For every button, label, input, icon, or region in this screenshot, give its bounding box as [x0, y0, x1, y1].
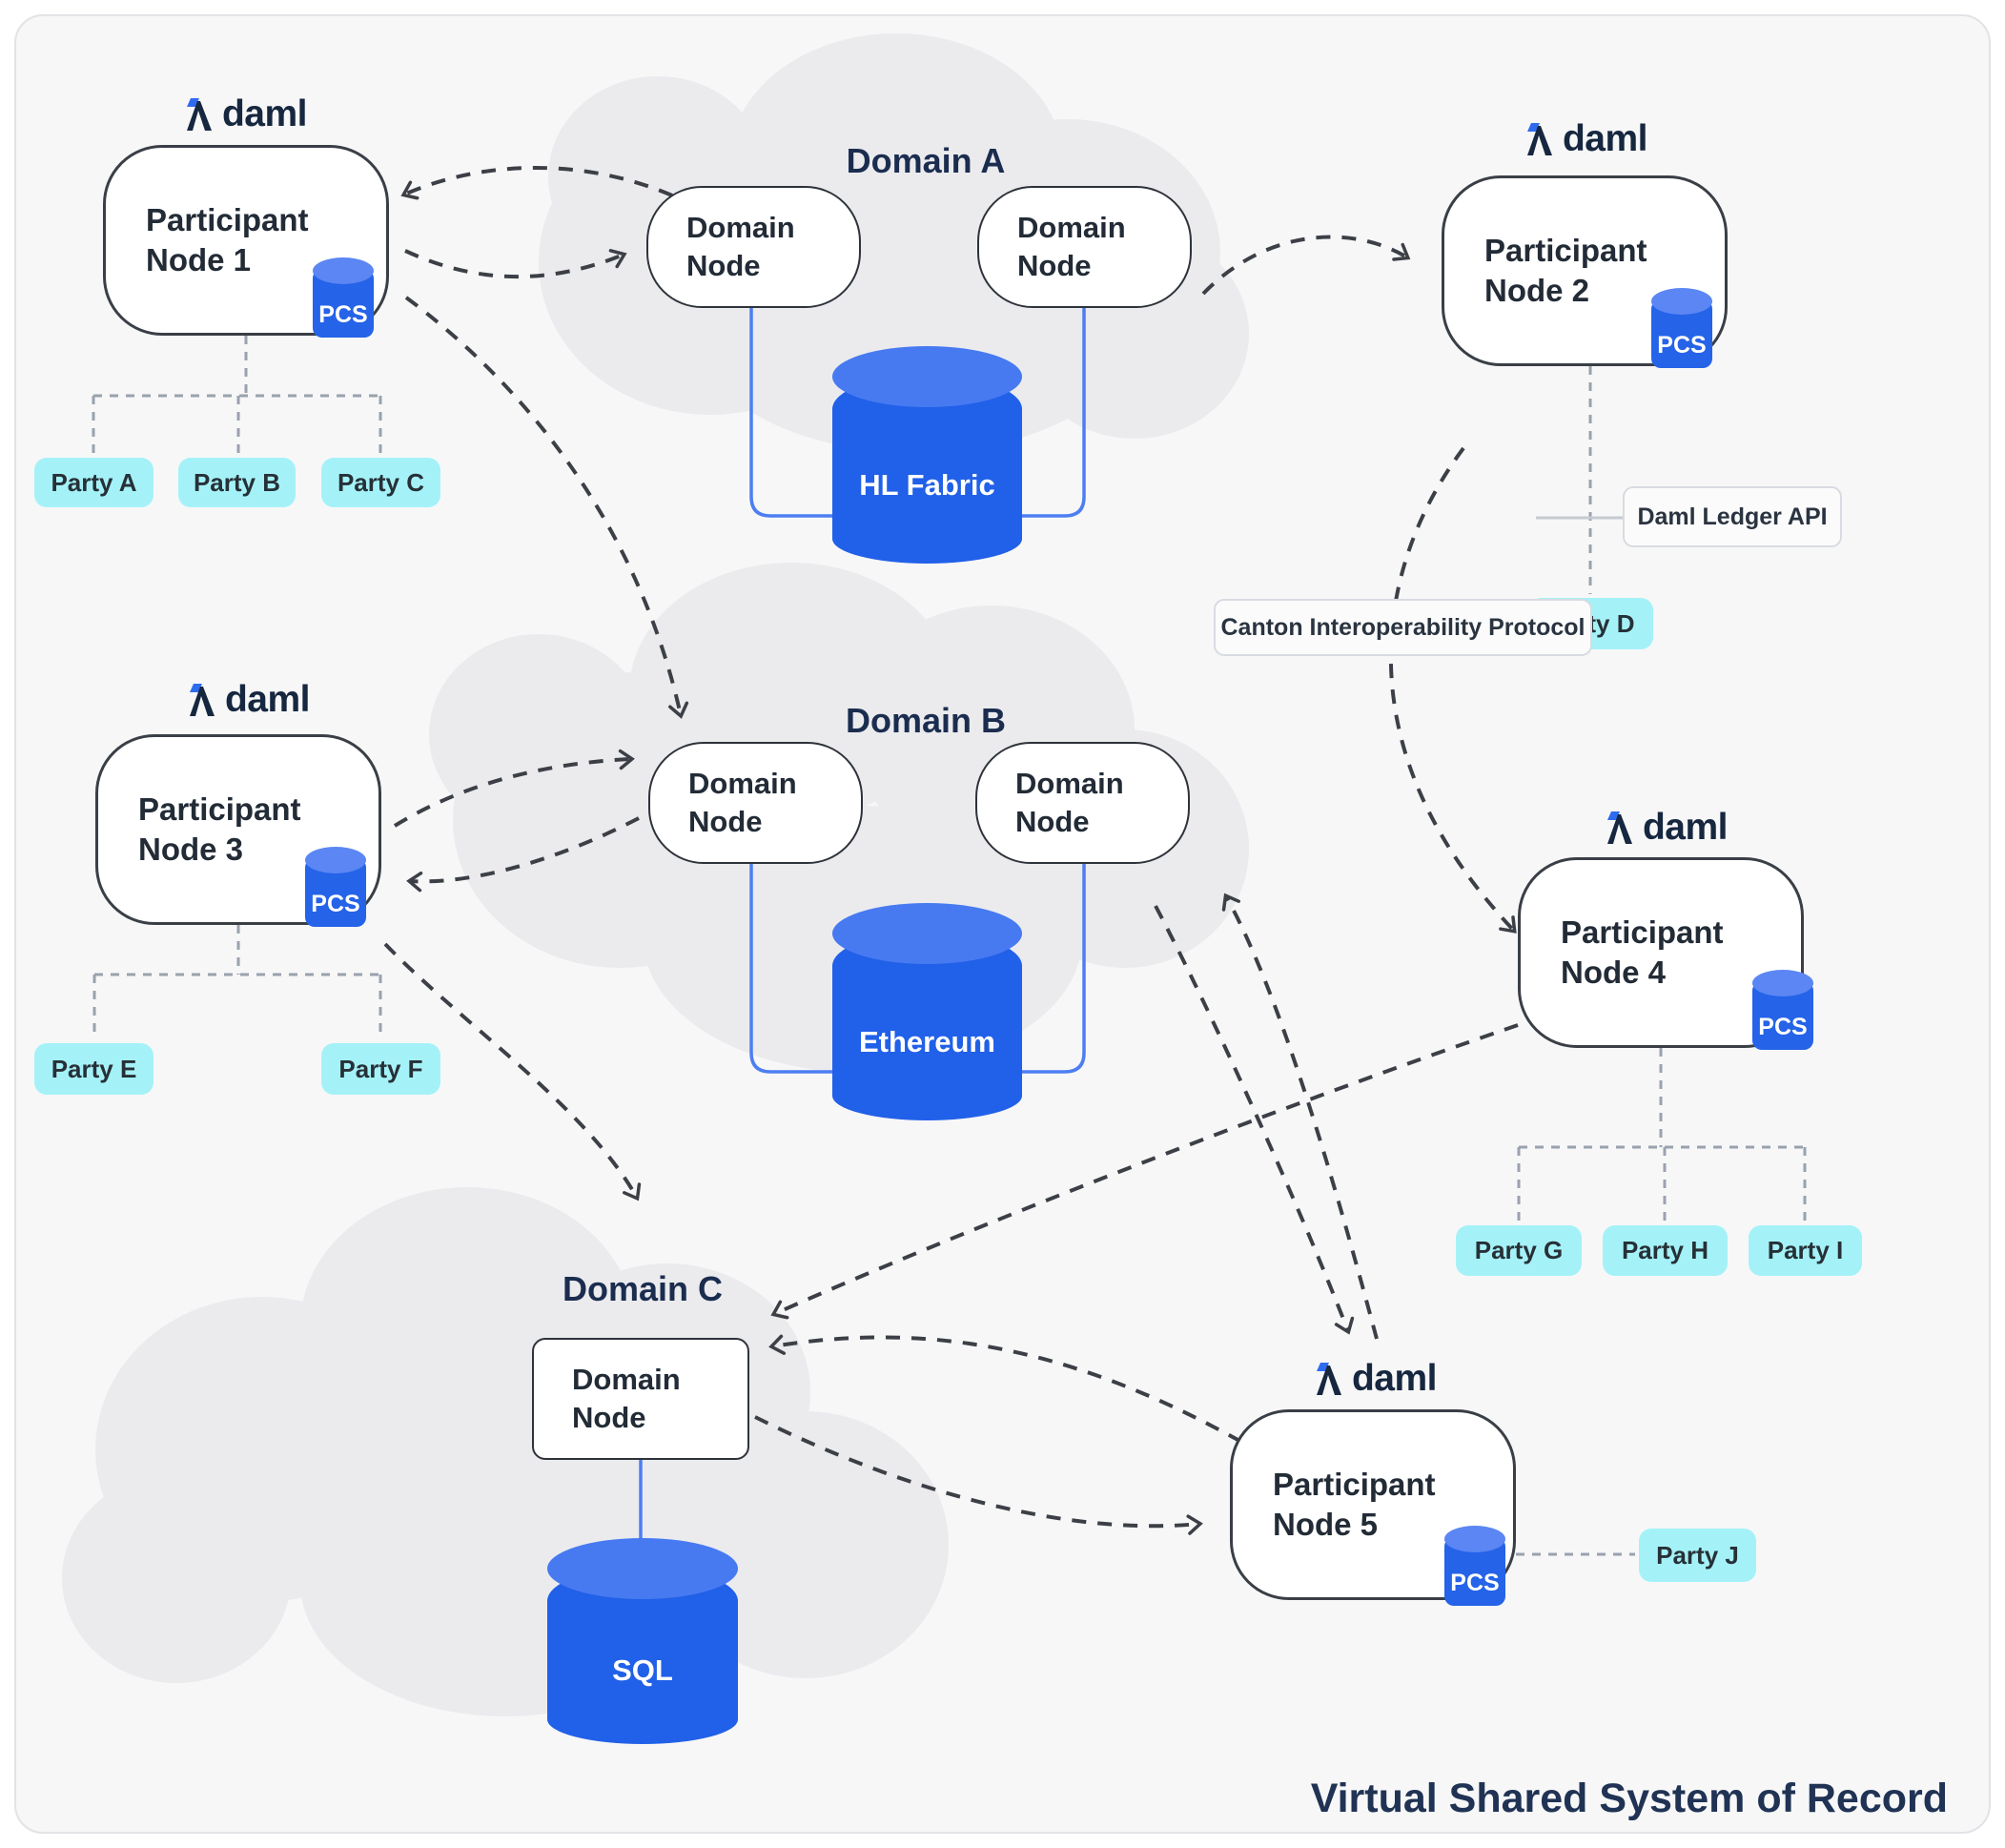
pcs-cylinder-top: [305, 847, 366, 873]
party-f-chip: Party F: [321, 1043, 440, 1095]
domain-a-node-2-label: Domain Node: [1017, 211, 1126, 282]
daml-logo: daml: [172, 679, 324, 721]
participant-node-5-label: Participant Node 5: [1273, 1466, 1436, 1542]
daml-logo-text: daml: [1351, 1358, 1438, 1399]
daml-logo: daml: [169, 93, 321, 135]
daml-logo-mark: [1606, 811, 1632, 844]
pcs-cylinder-top: [1752, 970, 1813, 996]
pcs-label: PCS: [1657, 332, 1707, 359]
arrow-node2-to-node4-canton: [1388, 446, 1517, 934]
domain-b-node-2-label: Domain Node: [1015, 767, 1124, 838]
sql-database-icon: SQL: [547, 1538, 738, 1744]
footer-title: Virtual Shared System of Record: [1310, 1776, 1948, 1821]
domain-b-title: Domain B: [845, 701, 1006, 740]
arrow-node3-to-domainB: [393, 749, 635, 828]
participant-node-1-label: Participant Node 1: [146, 201, 309, 277]
arrow-node5-to-domainB: [1221, 893, 1379, 1340]
arrow-domainA-to-node2: [1201, 235, 1411, 296]
pcs-label: PCS: [1758, 1014, 1808, 1040]
canton-interoperability-protocol-label: Canton Interoperability Protocol: [1214, 599, 1592, 656]
pcs-label: PCS: [1450, 1570, 1500, 1596]
domain-a-title: Domain A: [846, 141, 1006, 180]
daml-logo: daml: [1589, 807, 1742, 849]
pcs-label: PCS: [311, 891, 360, 917]
pcs-badge-node-4: PCS: [1752, 970, 1813, 1050]
domain-b-node-1-label: Domain Node: [688, 767, 797, 838]
party-e-chip: Party E: [34, 1043, 153, 1095]
domain-a-node-2: Domain Node: [977, 186, 1192, 308]
domain-a-node-1-label: Domain Node: [686, 211, 795, 282]
daml-logo-mark: [1526, 123, 1552, 155]
daml-logo-text: daml: [221, 93, 308, 134]
ethereum-label: Ethereum: [859, 1024, 995, 1058]
daml-logo-mark: [1316, 1363, 1341, 1395]
pcs-cylinder-top: [313, 257, 374, 284]
ethereum-database-icon: Ethereum: [832, 903, 1022, 1120]
participant-node-4-label: Participant Node 4: [1561, 914, 1724, 990]
pcs-badge-node-5: PCS: [1444, 1526, 1505, 1606]
daml-ledger-api-label: Daml Ledger API: [1623, 486, 1842, 547]
arrow-node4-to-domainC: [770, 1023, 1519, 1320]
daml-logo-text: daml: [1642, 807, 1729, 848]
pcs-cylinder-top: [1651, 288, 1712, 315]
party-c-chip: Party C: [321, 458, 440, 507]
pcs-badge-node-3: PCS: [305, 847, 366, 927]
hl-fabric-database-icon: HL Fabric: [832, 346, 1022, 564]
cylinder-top: [547, 1538, 738, 1599]
daml-logo-mark: [186, 98, 212, 131]
arrow-domainC-to-node5: [754, 1415, 1203, 1535]
daml-logo: daml: [1299, 1358, 1451, 1400]
domain-b-node-2: Domain Node: [975, 742, 1190, 864]
hl-fabric-label: HL Fabric: [859, 467, 995, 502]
domain-c-title: Domain C: [562, 1269, 723, 1308]
participant-node-3-label: Participant Node 3: [138, 791, 301, 867]
party-b-chip: Party B: [178, 458, 296, 507]
daml-logo: daml: [1509, 118, 1662, 160]
daml-logo-text: daml: [1562, 118, 1648, 159]
party-g-chip: Party G: [1456, 1225, 1582, 1276]
sql-label: SQL: [612, 1653, 673, 1687]
ledger-connectors: [639, 308, 1086, 1542]
domain-a-node-1: Domain Node: [646, 186, 861, 308]
arrow-node1-to-domainB: [404, 296, 689, 719]
domain-c-node-1-label: Domain Node: [572, 1363, 681, 1434]
arrow-node5-to-domainC: [768, 1334, 1242, 1444]
party-j-chip: Party J: [1639, 1529, 1756, 1582]
daml-logo-mark: [189, 684, 215, 716]
arrow-node3-to-domainC: [383, 942, 642, 1201]
domain-b-node-1: Domain Node: [648, 742, 863, 864]
party-a-chip: Party A: [34, 458, 153, 507]
party-h-chip: Party H: [1603, 1225, 1728, 1276]
domain-c-node-1: Domain Node: [532, 1338, 749, 1460]
arrow-domainA-to-node1: [400, 166, 673, 200]
dashed-arrows: [383, 166, 1519, 1535]
pcs-badge-node-1: PCS: [313, 257, 374, 338]
daml-logo-text: daml: [224, 679, 311, 720]
arrow-domainB-to-node3: [406, 816, 640, 893]
party-i-chip: Party I: [1749, 1225, 1862, 1276]
cylinder-top: [832, 346, 1022, 407]
pcs-badge-node-2: PCS: [1651, 288, 1712, 368]
cylinder-top: [832, 903, 1022, 964]
party-brackets: [92, 336, 1807, 1556]
arrow-domainB-to-node5: [1154, 905, 1355, 1335]
participant-node-2-label: Participant Node 2: [1484, 232, 1647, 308]
domain-c-cloud: [62, 1187, 949, 1716]
pcs-label: PCS: [318, 301, 368, 328]
pcs-cylinder-top: [1444, 1526, 1505, 1552]
arrow-node1-to-domainA: [404, 249, 627, 279]
